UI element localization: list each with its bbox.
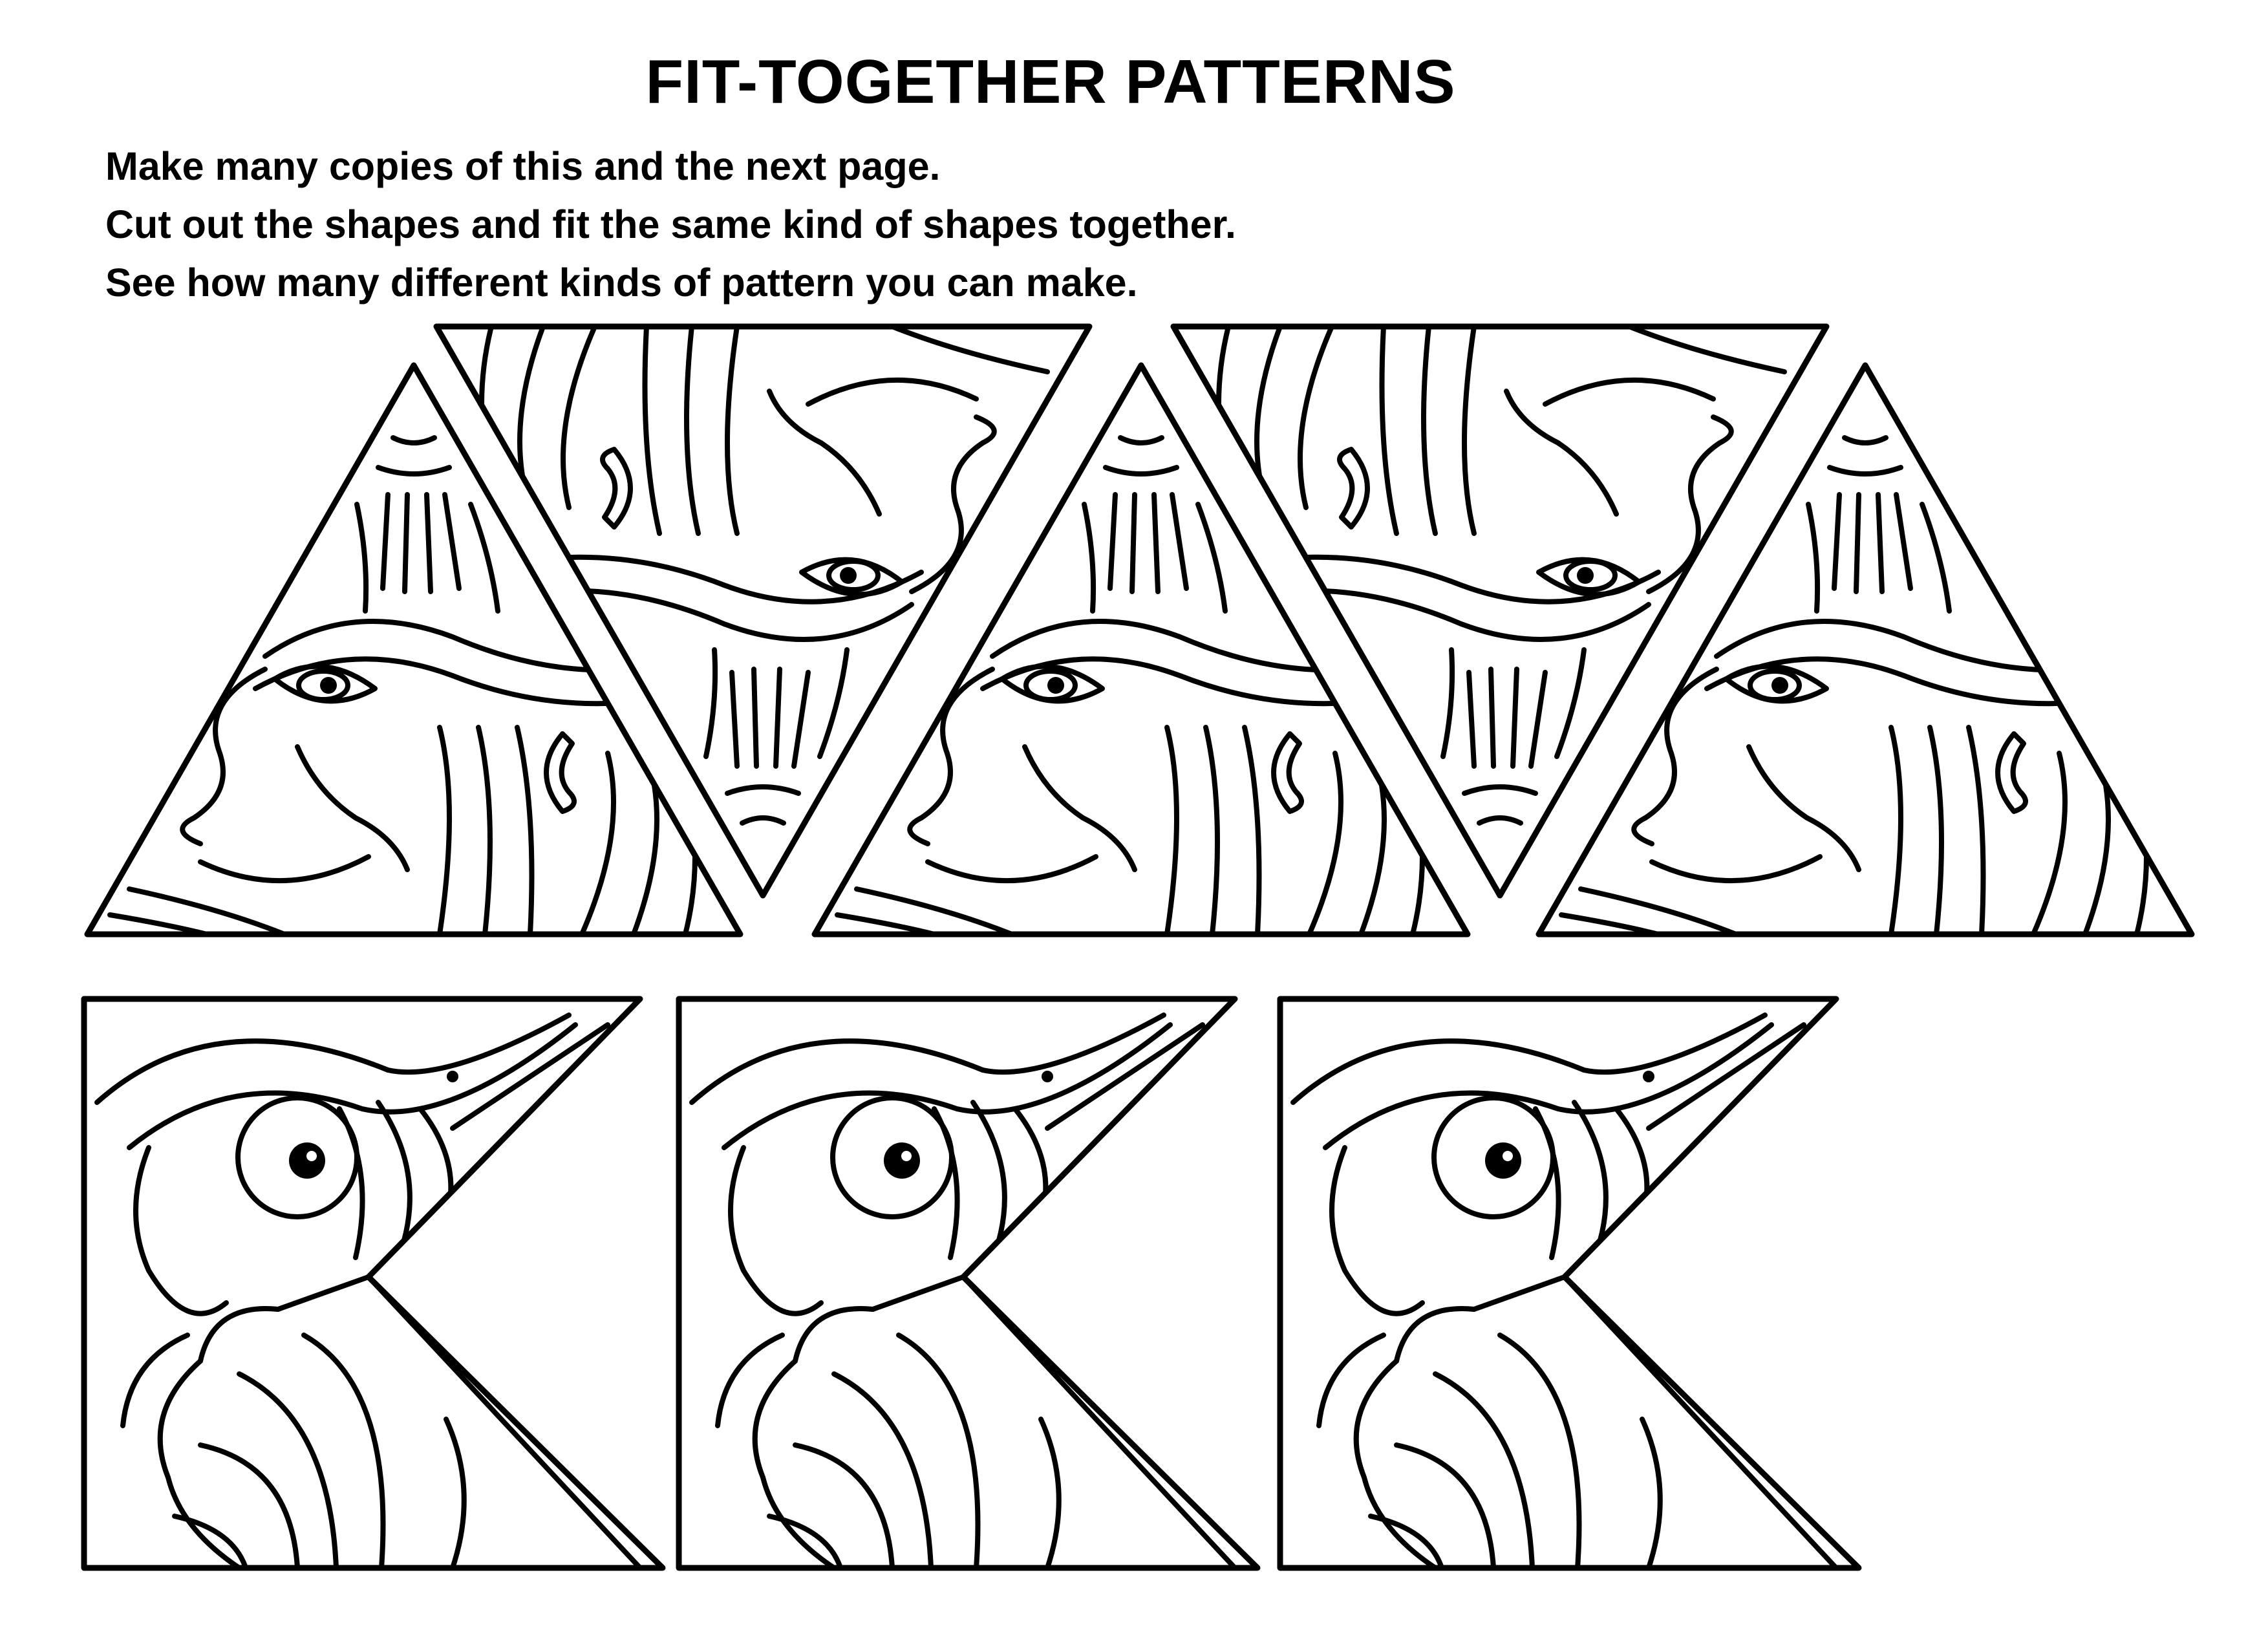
triangle-tile-3 bbox=[815, 365, 1468, 934]
instructions: Make many copies of this and the next pa… bbox=[105, 137, 1236, 312]
instruction-line-2: Cut out the shapes and fit the same kind… bbox=[105, 202, 1236, 246]
bird-tile-2 bbox=[679, 999, 1257, 1568]
instruction-line-1: Make many copies of this and the next pa… bbox=[105, 144, 941, 188]
bird-tile-3 bbox=[1280, 999, 1859, 1568]
triangle-tile-5 bbox=[1539, 365, 2192, 934]
page-title: FIT-TOGETHER PATTERNS bbox=[645, 47, 1456, 116]
triangle-tile-1 bbox=[87, 365, 740, 934]
instruction-line-3: See how many different kinds of pattern … bbox=[105, 261, 1138, 305]
triangle-tile-2 bbox=[436, 327, 1089, 895]
bird-tile-1 bbox=[84, 999, 663, 1568]
triangle-tile-4 bbox=[1173, 327, 1826, 895]
